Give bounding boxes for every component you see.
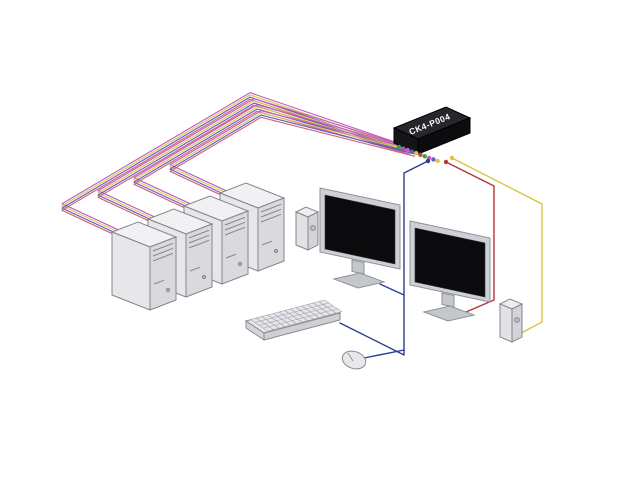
keyboard-keys	[249, 299, 343, 332]
console-connector	[425, 158, 431, 164]
port-connector	[396, 144, 402, 150]
speaker-right	[499, 298, 523, 343]
port-connector	[435, 158, 440, 164]
port-connector	[418, 152, 423, 157]
kvm-cable-wire	[133, 106, 411, 207]
port-connector	[431, 157, 436, 162]
monitor2-cable	[445, 161, 495, 319]
keyboard	[244, 299, 343, 341]
kvm-switch: CK4-P004	[392, 106, 472, 165]
monitor1-cable	[379, 283, 405, 296]
speaker-left	[295, 206, 319, 251]
monitor-2	[409, 220, 491, 322]
keyboard-cable	[339, 160, 429, 356]
mouse	[341, 350, 367, 370]
monitor-1	[319, 187, 401, 289]
console-connector	[443, 159, 449, 165]
kvm-port-connectors	[396, 144, 455, 165]
cable-bundle-computer-4	[169, 110, 416, 198]
speaker-cable	[451, 157, 543, 339]
mouse-cable	[363, 349, 405, 359]
port-connector	[422, 154, 427, 159]
console-connector	[449, 155, 455, 161]
port-connector	[401, 146, 406, 151]
port-connector	[414, 151, 419, 156]
port-connector	[405, 147, 410, 153]
computer-tower-1	[111, 221, 177, 311]
port-connector	[409, 149, 415, 154]
